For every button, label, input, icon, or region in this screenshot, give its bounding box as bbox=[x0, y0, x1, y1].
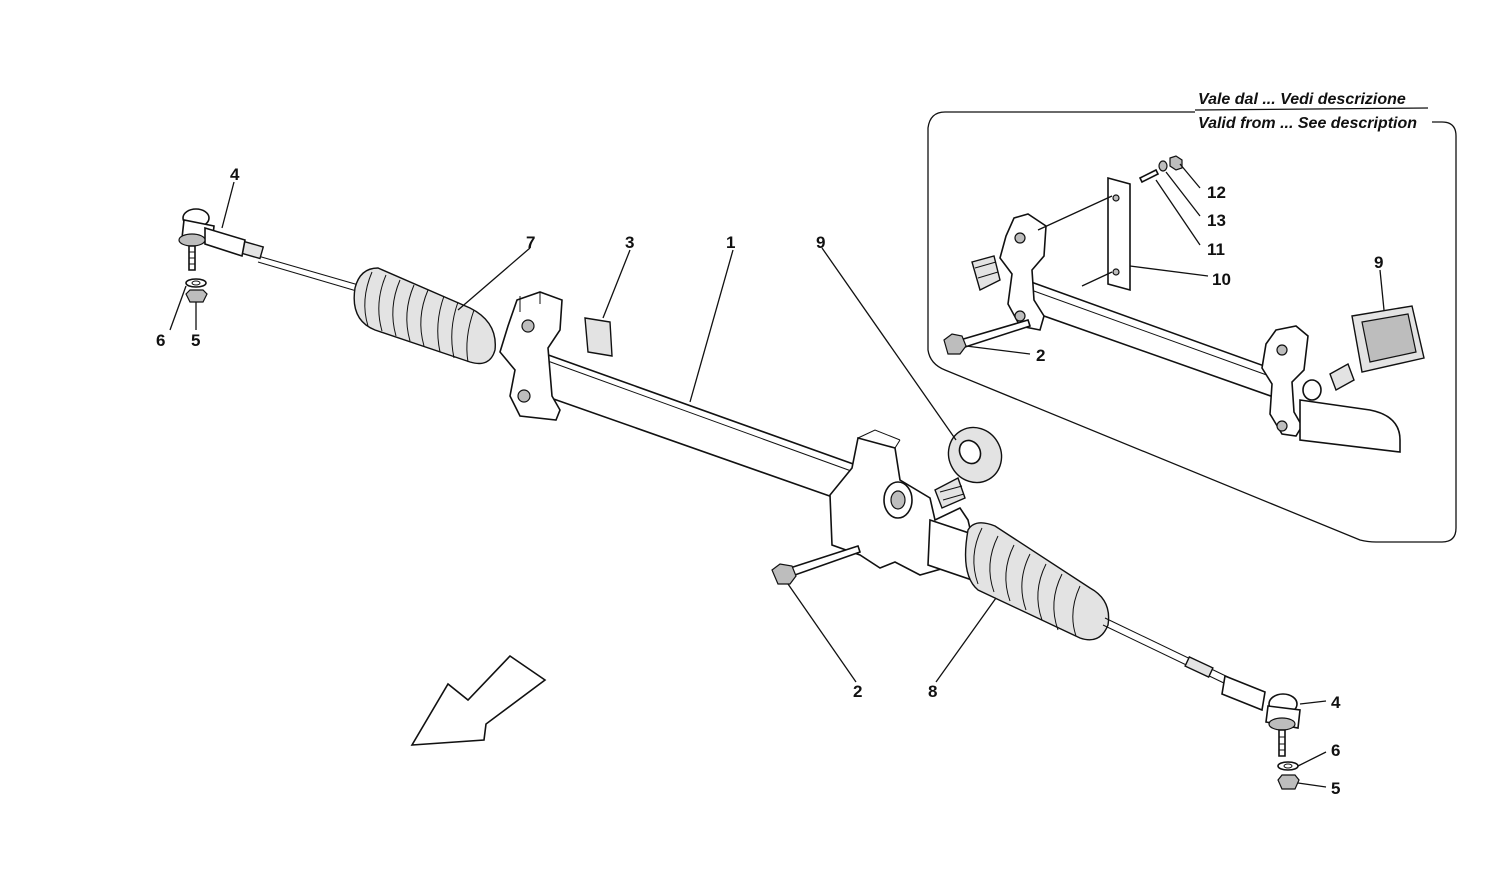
callout-4-left: 4 bbox=[230, 165, 240, 184]
pad bbox=[584, 317, 613, 357]
left-tie-rod-end bbox=[178, 208, 246, 271]
left-washer bbox=[185, 278, 207, 288]
leader-lines bbox=[169, 181, 1327, 788]
seal bbox=[947, 426, 1003, 484]
inset-bolt bbox=[943, 319, 1032, 355]
direction-arrow-icon bbox=[410, 654, 547, 746]
inset-left-bracket bbox=[971, 213, 1047, 331]
callout-4-right: 4 bbox=[1331, 693, 1341, 712]
inset-callout-12: 12 bbox=[1207, 183, 1226, 202]
right-nut bbox=[1277, 774, 1300, 790]
callout-2: 2 bbox=[853, 682, 862, 701]
callout-9: 9 bbox=[816, 233, 825, 252]
left-mounting-bracket bbox=[499, 291, 563, 421]
inset-plate bbox=[1107, 176, 1131, 292]
inset-seal bbox=[1351, 305, 1425, 373]
callout-3: 3 bbox=[625, 233, 634, 252]
inset-detail bbox=[927, 107, 1457, 543]
inset-callout-13: 13 bbox=[1207, 211, 1226, 230]
inset-callout-2: 2 bbox=[1036, 346, 1045, 365]
callout-5-left: 5 bbox=[191, 331, 200, 350]
inset-right-bracket bbox=[1261, 325, 1401, 453]
callout-5-right: 5 bbox=[1331, 779, 1340, 798]
right-boot bbox=[964, 522, 1110, 641]
inset-note-line-2: Valid from ... See description bbox=[1198, 115, 1417, 132]
inset-rack-tube bbox=[1008, 276, 1294, 402]
inset-note-line-1: Vale dal ... Vedi descrizione bbox=[1198, 91, 1406, 108]
bolt bbox=[771, 544, 862, 585]
inset-washer bbox=[1158, 160, 1168, 172]
callout-8: 8 bbox=[928, 682, 937, 701]
left-tie-rod bbox=[239, 240, 363, 293]
callout-6-right: 6 bbox=[1331, 741, 1340, 760]
inset-callout-10: 10 bbox=[1212, 270, 1231, 289]
steering-rack-assembly bbox=[178, 208, 1301, 790]
inset-callout-9: 9 bbox=[1374, 253, 1383, 272]
left-boot bbox=[353, 267, 496, 365]
steering-box-housing bbox=[829, 429, 976, 582]
inset-stud bbox=[1138, 168, 1160, 184]
callout-6-left: 6 bbox=[156, 331, 165, 350]
left-nut bbox=[185, 289, 208, 303]
callout-7: 7 bbox=[526, 233, 535, 252]
inset-nut bbox=[1169, 155, 1183, 171]
right-tie-rod bbox=[1102, 617, 1231, 686]
right-washer bbox=[1277, 761, 1299, 771]
inset-callout-11: 11 bbox=[1207, 240, 1225, 259]
callout-1: 1 bbox=[726, 233, 735, 252]
right-tie-rod-end bbox=[1221, 674, 1301, 757]
